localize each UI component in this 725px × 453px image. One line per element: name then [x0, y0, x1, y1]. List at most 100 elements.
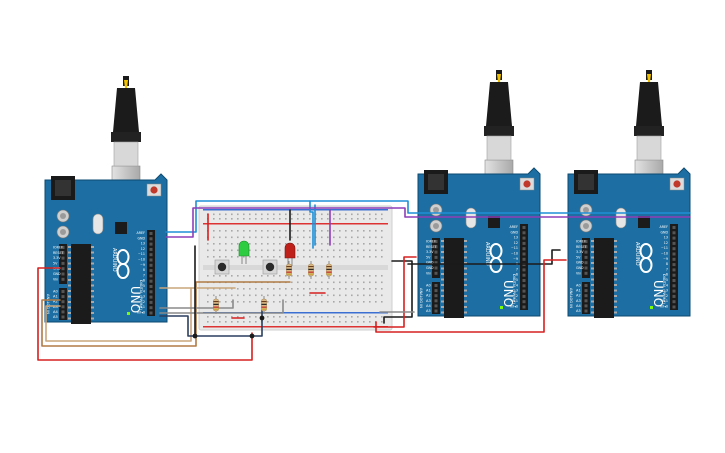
digital-header[interactable] — [147, 230, 155, 316]
pin-label: A1 — [426, 289, 431, 293]
pin-label: 12 — [514, 241, 518, 245]
pin-label: ~5 — [140, 284, 145, 288]
pin-label: 5V — [53, 261, 58, 265]
wire-red-right[interactable] — [375, 259, 567, 333]
pin-label: TX▸1 — [509, 299, 518, 303]
pin-label: ~9 — [663, 257, 668, 261]
usb-cable[interactable] — [486, 82, 512, 126]
digital-header[interactable] — [520, 224, 528, 310]
wire-grey-1[interactable] — [159, 299, 234, 309]
pin-label: Vin — [426, 271, 431, 275]
pin-label: ~5 — [663, 278, 668, 282]
pin-label: IOREF — [426, 240, 436, 244]
pin-label: RX◂0 — [660, 305, 668, 309]
pin-label: AREF — [136, 231, 145, 235]
pin-label: IOREF — [576, 240, 586, 244]
pin-label: GND — [53, 272, 61, 276]
pin-label: IOREF — [53, 246, 63, 250]
resistor[interactable] — [326, 261, 332, 279]
pushbutton-2[interactable] — [262, 259, 278, 275]
pin-label: A2 — [426, 294, 431, 298]
wire-blue-drop[interactable] — [309, 200, 314, 249]
arduino-logo-icon — [639, 243, 653, 273]
wire-red-mid[interactable] — [373, 256, 417, 328]
wire-tan-1[interactable] — [45, 287, 236, 342]
pin-label: A4 — [53, 310, 58, 314]
digital-header[interactable] — [670, 224, 678, 310]
pin-label: A5 — [53, 315, 58, 319]
analog-header[interactable] — [432, 282, 440, 314]
pin-label: A0 — [53, 290, 58, 294]
resistor[interactable] — [213, 296, 219, 314]
pin-label: ~11 — [138, 252, 145, 256]
wire-grey-2[interactable] — [159, 299, 284, 314]
pin-label: GND — [510, 230, 518, 234]
analog-header[interactable] — [582, 282, 590, 314]
arduino-logo-icon — [116, 249, 130, 279]
pin-label: 7 — [516, 267, 518, 271]
breadboard[interactable] — [198, 205, 393, 331]
junction-dot — [259, 315, 265, 321]
pushbutton-1[interactable] — [214, 259, 230, 275]
rail-blue-bottom — [203, 312, 388, 314]
pin-label: 2 — [666, 294, 668, 298]
center-channel — [203, 265, 388, 270]
wire-navy[interactable] — [159, 309, 263, 337]
pin-label: ~5 — [513, 278, 518, 282]
pin-label: A4 — [426, 304, 431, 308]
uno-logo-text: UNO — [501, 280, 515, 307]
atmega-chip — [71, 244, 91, 324]
pin-label: 12 — [664, 241, 668, 245]
pin-label: 13 — [141, 242, 145, 246]
resistor[interactable] — [286, 261, 292, 279]
pin-label: RESET — [576, 245, 588, 249]
pin-label: A3 — [426, 299, 431, 303]
pin-label: A1 — [576, 289, 581, 293]
digital-title: DIGITAL (PWM~) — [139, 280, 143, 310]
atmega-chip — [444, 238, 464, 318]
pin-label: GND — [426, 266, 434, 270]
pin-label: 2 — [516, 294, 518, 298]
pin-label: A2 — [576, 294, 581, 298]
arduino-logo-icon — [489, 243, 503, 273]
analog-header[interactable] — [59, 288, 67, 320]
analog-title: ANALOG IN — [419, 288, 423, 308]
pin-label: 7 — [143, 273, 145, 277]
wire-purple[interactable] — [165, 207, 691, 238]
pin-label: GND — [426, 261, 434, 265]
rail-blue-top — [203, 209, 388, 211]
resistor[interactable] — [308, 261, 314, 279]
pin-label: 4 — [143, 289, 145, 293]
pin-label: ~10 — [138, 258, 145, 262]
resistor[interactable] — [261, 296, 267, 314]
pin-label: ~3 — [663, 289, 668, 293]
pin-label: 3.3V — [53, 256, 61, 260]
pin-label: 3.3V — [426, 250, 434, 254]
pin-label: A2 — [53, 300, 58, 304]
wire-blue-top[interactable] — [165, 200, 691, 233]
usb-cable[interactable] — [113, 88, 139, 132]
pin-label: A5 — [576, 309, 581, 313]
pin-label: A5 — [426, 309, 431, 313]
atmega-chip — [594, 238, 614, 318]
uno-logo-text: UNO — [128, 286, 142, 313]
brand-text: ARDUINO — [484, 242, 490, 266]
brand-text: ARDUINO — [634, 242, 640, 266]
pin-label: GND — [576, 266, 584, 270]
pin-label: GND — [576, 261, 584, 265]
usb-cable[interactable] — [636, 82, 662, 126]
pin-label: ~6 — [140, 279, 145, 283]
wire-black-mid[interactable] — [383, 260, 413, 324]
led-green[interactable] — [238, 240, 250, 264]
wire-brown-1[interactable] — [41, 281, 291, 347]
pin-label: 7 — [666, 267, 668, 271]
pin-label: A4 — [576, 304, 581, 308]
pin-label: Vin — [576, 271, 581, 275]
wire-red-left-loop[interactable] — [37, 267, 253, 361]
analog-title: ANALOG IN — [46, 294, 50, 314]
wire-black-long[interactable] — [407, 249, 561, 265]
breadboard-holes — [207, 213, 383, 323]
